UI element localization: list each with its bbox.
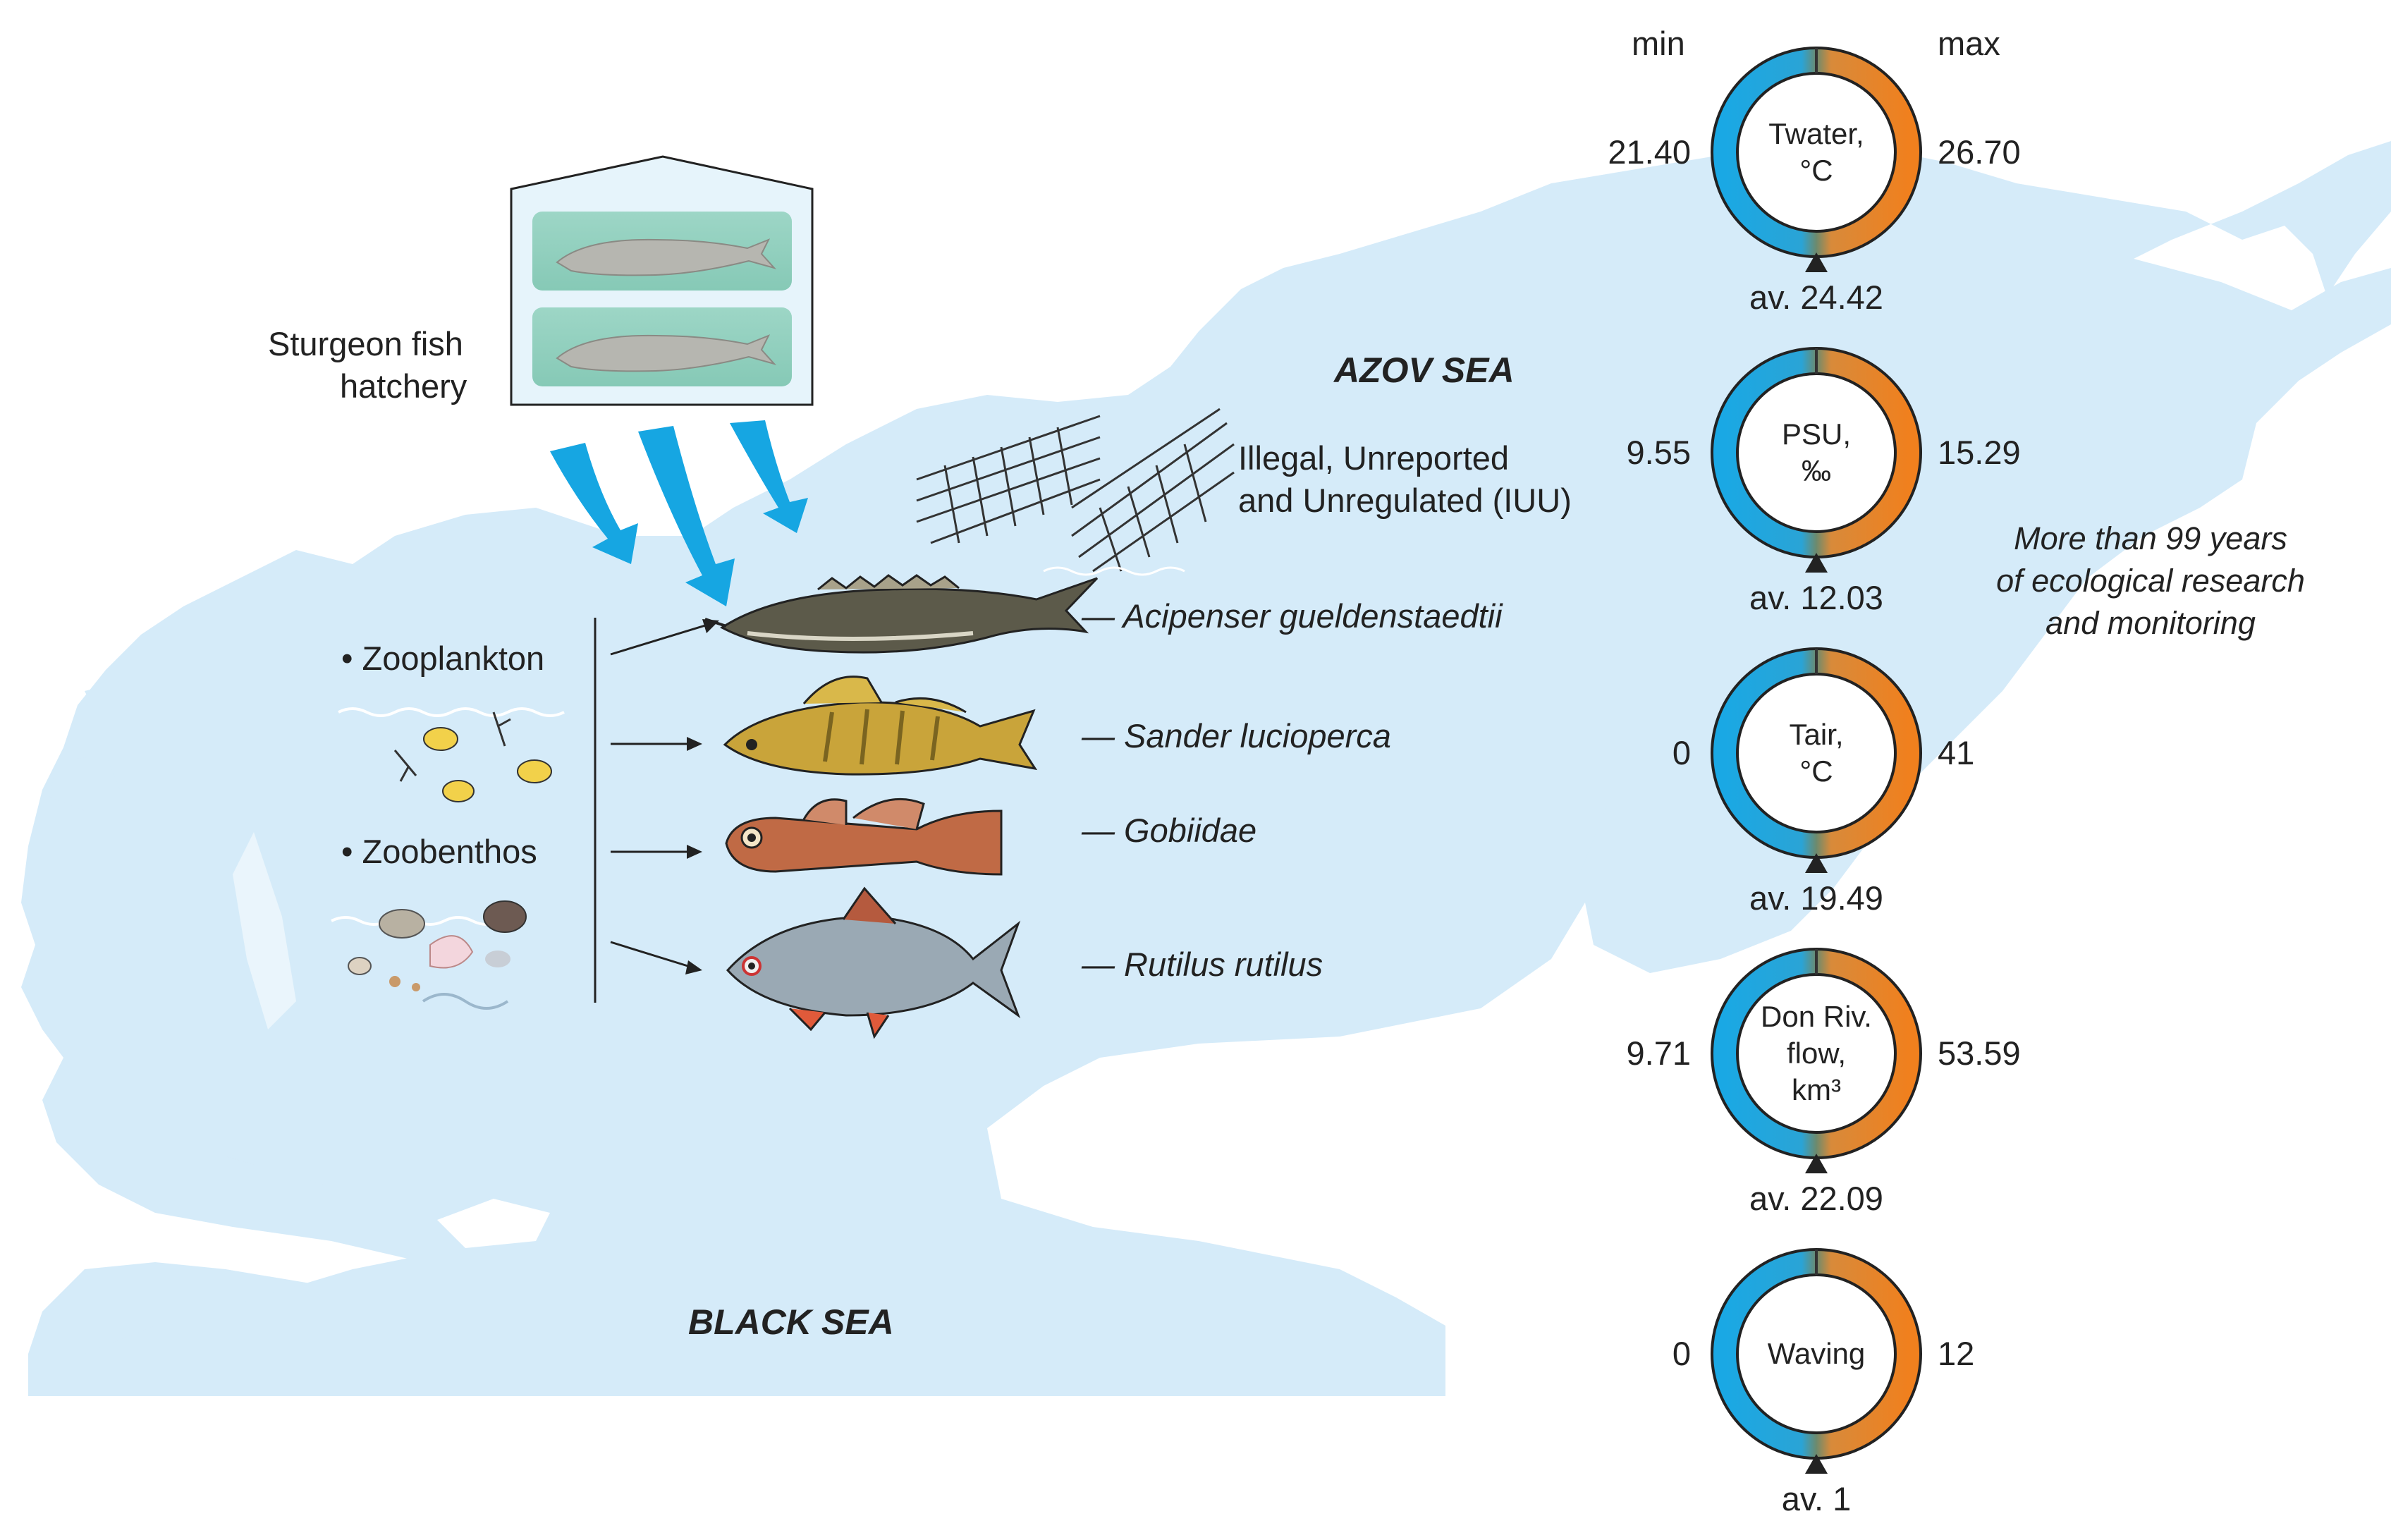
- azov-sea-label: AZOV SEA: [1334, 350, 1515, 390]
- black-sea-label: BLACK SEA: [688, 1302, 894, 1342]
- species-gobiidae: — Gobiidae: [1082, 812, 1257, 849]
- gauge-1: [1711, 47, 1922, 272]
- max-header: max: [1938, 25, 2000, 62]
- hatchery-sturgeon-lower: [556, 334, 777, 372]
- hatchery-building: [510, 155, 814, 406]
- trophic-connector: [594, 618, 719, 1003]
- gauge-3: [1711, 647, 1922, 873]
- gauge-average-marker: [1805, 553, 1828, 573]
- zooplankton-label: • Zooplankton: [341, 640, 545, 677]
- sturgeon-fish-icon: [704, 574, 1099, 654]
- gauge-max-value: 12: [1938, 1335, 1975, 1372]
- gauge-center-label: Don Riv.: [1761, 1000, 1872, 1033]
- research-note-line2: of ecological research: [1996, 563, 2305, 599]
- gauge-4: [1711, 948, 1922, 1173]
- gauge-average-value: av. 24.42: [1749, 279, 1883, 316]
- gauge-center-label: PSU,: [1781, 417, 1852, 451]
- zoobenthos-illustration: [331, 900, 527, 1010]
- gauge-max-value: 53.59: [1938, 1034, 2021, 1072]
- species-rutilus: — Rutilus rutilus: [1082, 946, 1323, 983]
- gauge-5: [1711, 1248, 1922, 1474]
- hatchery-label-line2: hatchery: [340, 367, 467, 405]
- gauge-average-value: av. 22.09: [1749, 1180, 1883, 1217]
- gauges: [1711, 47, 1922, 1474]
- gauge-average-marker: [1805, 252, 1828, 272]
- hatchery-label-line1: Sturgeon fish: [268, 325, 463, 362]
- stocking-arrows: [550, 420, 808, 606]
- gauge-center-label: °C: [1799, 754, 1833, 788]
- hatchery-sturgeon-upper: [556, 238, 777, 276]
- zooplankton-illustration: [338, 707, 565, 802]
- roach-fish-icon: [726, 886, 1021, 1039]
- zoobenthos-label: • Zoobenthos: [341, 833, 537, 870]
- gauge-average-marker: [1805, 1454, 1828, 1474]
- gauge-2: [1711, 347, 1922, 573]
- min-header: min: [1632, 25, 1685, 62]
- iuu-label-line2: and Unregulated (IUU): [1238, 482, 1572, 519]
- zander-fish-icon: [723, 676, 1038, 776]
- gauge-min-value: 0: [1672, 734, 1691, 771]
- species-acipenser: — Acipenser gueldenstaedtii: [1082, 597, 1503, 635]
- gauge-average-value: av. 1: [1781, 1480, 1852, 1517]
- gauge-center-label: Waving: [1767, 1337, 1866, 1370]
- gauge-average-marker: [1805, 853, 1828, 873]
- gauge-min-value: 21.40: [1608, 133, 1691, 171]
- gauge-max-value: 41: [1938, 734, 1975, 771]
- gauge-center-label: Twater,: [1768, 117, 1864, 150]
- goby-fish-icon: [725, 798, 1003, 876]
- gauge-center-label: km³: [1792, 1073, 1841, 1106]
- gauge-average-marker: [1805, 1154, 1828, 1173]
- research-note-line3: and monitoring: [2046, 605, 2256, 641]
- gauge-min-value: 9.71: [1626, 1034, 1691, 1072]
- iuu-label-line1: Illegal, Unreported: [1238, 439, 1510, 477]
- gauge-max-value: 26.70: [1938, 133, 2021, 171]
- gauge-average-value: av. 12.03: [1749, 579, 1883, 616]
- gauge-average-value: av. 19.49: [1749, 879, 1883, 917]
- gauge-min-value: 9.55: [1626, 434, 1691, 471]
- gauge-center-label: °C: [1799, 154, 1833, 187]
- gauge-center-label: flow,: [1786, 1037, 1847, 1070]
- species-sander: — Sander lucioperca: [1082, 717, 1391, 754]
- gauge-min-value: 0: [1672, 1335, 1691, 1372]
- fishing-nets: [916, 408, 1235, 576]
- research-note-line1: More than 99 years: [2014, 520, 2287, 556]
- gauge-center-label: ‰: [1802, 454, 1831, 487]
- gauge-center-label: Tair,: [1789, 718, 1844, 751]
- gauge-max-value: 15.29: [1938, 434, 2021, 471]
